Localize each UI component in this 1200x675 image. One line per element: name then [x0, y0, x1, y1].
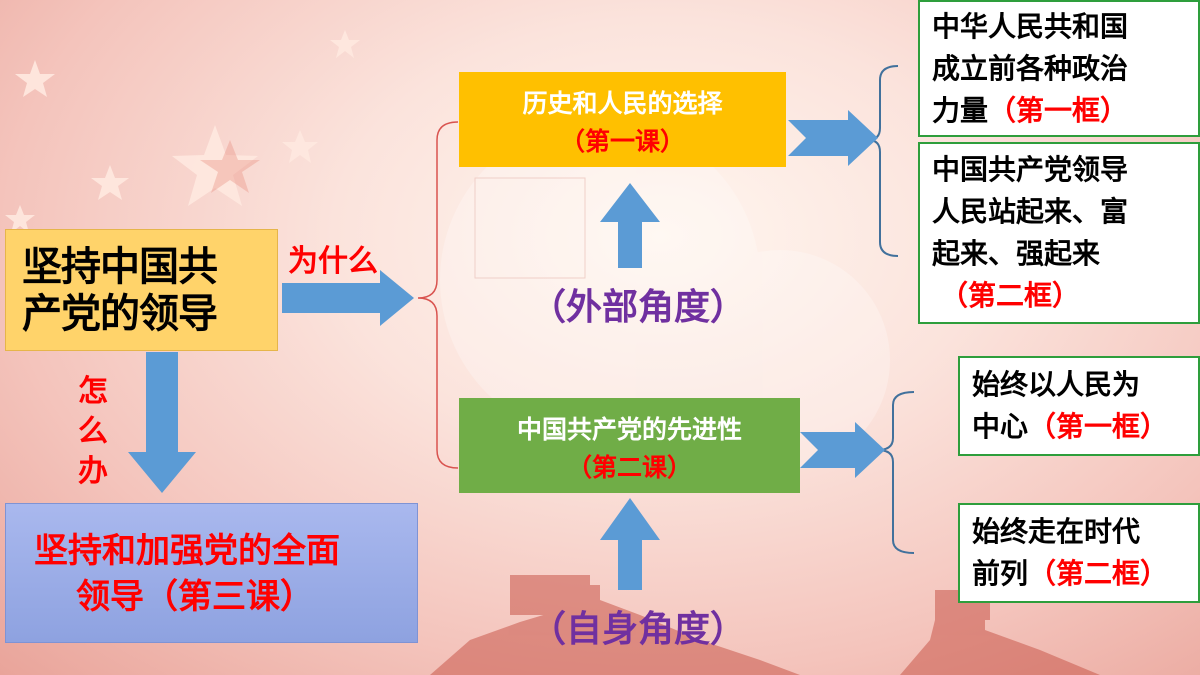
frame-box-2: 中国共产党领导 人民站起来、富 起来、强起来 （第二框）: [918, 142, 1200, 324]
lesson-2-box: 中国共产党的先进性 （第二课）: [459, 398, 800, 493]
frame-3-line: 中心: [972, 410, 1029, 443]
main-topic-line-2: 产党的领导: [22, 291, 218, 337]
frame-2-line: 人民站起来、富: [932, 195, 1129, 228]
lesson-1-title: 历史和人民的选择: [522, 89, 723, 118]
how-box-text: 坚持和加强党的全面 领导（第三课）: [34, 528, 340, 620]
external-angle-label: （外部角度）: [530, 287, 747, 328]
bracket-icon: [867, 65, 899, 257]
how-box-line-2: 领导（第三课）: [76, 577, 314, 617]
star-icon: [91, 165, 129, 200]
lesson-1-box: 历史和人民的选择 （第一课）: [459, 72, 786, 167]
frame-1-line: 力量: [932, 94, 989, 127]
frame-3-line: 始终以人民为: [972, 368, 1141, 401]
up-arrow-icon: [600, 183, 660, 268]
how-label-char: 么: [78, 414, 108, 449]
up-arrow-icon: [600, 498, 660, 590]
how-label-char: 怎: [78, 374, 108, 409]
right-arrow-icon: [282, 270, 414, 326]
frame-4-line-last: 前列（第二框）: [972, 553, 1168, 595]
frame-2-line: 起来、强起来: [932, 237, 1101, 270]
frame-3-tag: （第一框）: [1028, 410, 1169, 443]
star-icon: [330, 30, 360, 58]
how-label: 怎 么 办: [78, 372, 118, 492]
lesson-2-title: 中国共产党的先进性: [516, 415, 742, 444]
down-arrow-icon: [128, 352, 196, 493]
frame-2-line: 中国共产党领导: [932, 153, 1129, 186]
bracket-icon: [417, 121, 459, 469]
frame-1-line: 中华人民共和国: [932, 10, 1129, 43]
frame-box-1: 中华人民共和国 成立前各种政治 力量（第一框）: [918, 0, 1200, 137]
self-angle-label: （自身角度）: [530, 609, 747, 650]
frame-box-3: 始终以人民为 中心（第一框）: [958, 356, 1200, 456]
main-topic-text: 坚持中国共 产党的领导: [22, 244, 218, 338]
frame-1-line: 成立前各种政治: [932, 52, 1129, 85]
lesson-2-sub: （第二课）: [566, 453, 692, 482]
frame-1-line-last: 力量（第一框）: [932, 90, 1128, 132]
frame-1-tag: （第一框）: [988, 94, 1129, 127]
frame-2-tag: （第二框）: [940, 279, 1081, 312]
frame-4-line: 始终走在时代: [972, 515, 1141, 548]
lesson-1-sub: （第一课）: [559, 127, 685, 156]
how-box-line-1: 坚持和加强党的全面: [34, 531, 340, 571]
main-topic-box: 坚持中国共 产党的领导: [5, 229, 278, 351]
how-box: 坚持和加强党的全面 领导（第三课）: [5, 503, 418, 643]
frame-3-line-last: 中心（第一框）: [972, 406, 1168, 448]
right-arrow-icon: [788, 110, 878, 166]
right-arrow-icon: [800, 422, 885, 478]
star-icon: [282, 130, 318, 163]
star-icon: [172, 125, 258, 206]
frame-box-4: 始终走在时代 前列（第二框）: [958, 503, 1200, 603]
bracket-icon: [877, 391, 915, 554]
frame-4-line: 前列: [972, 557, 1029, 590]
frame-4-tag: （第二框）: [1028, 557, 1169, 590]
how-label-char: 办: [78, 454, 108, 489]
main-topic-line-1: 坚持中国共: [22, 244, 218, 290]
why-label: 为什么: [288, 244, 378, 279]
star-icon: [15, 60, 55, 97]
star-icon: [5, 205, 35, 233]
